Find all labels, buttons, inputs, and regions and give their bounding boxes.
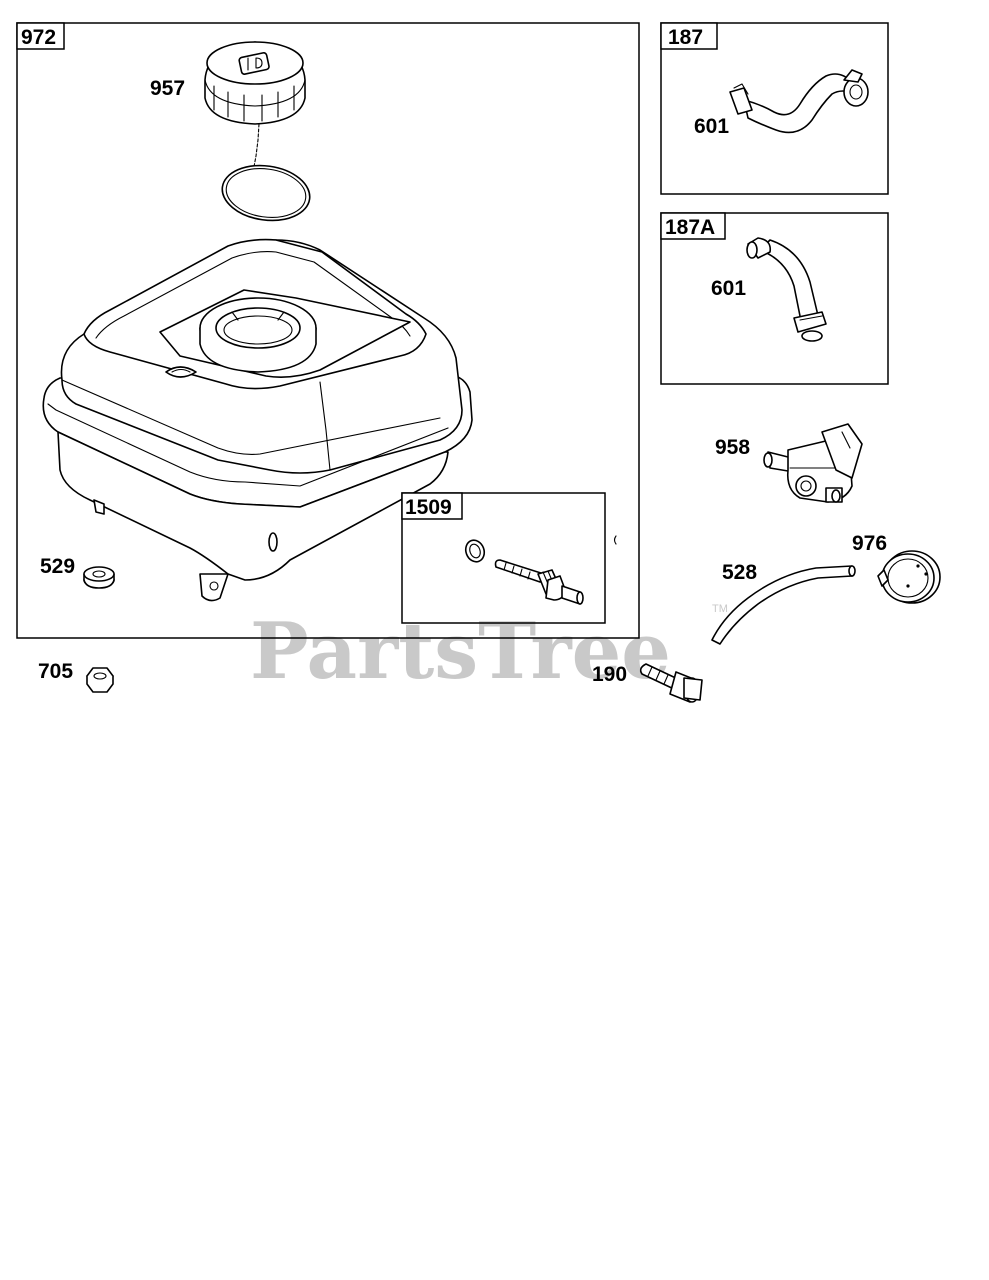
cap-gasket-illustration[interactable] [219, 160, 314, 226]
watermark-trademark: TM [712, 603, 728, 615]
fuel-filter-label: 976 [852, 532, 887, 555]
nut-illustration[interactable] [86, 667, 114, 693]
tank-kit-box: 972 [16, 22, 640, 639]
shutoff-valve-illustration[interactable] [763, 423, 863, 503]
hose-kit-b-box: 187A [660, 212, 889, 385]
nut-label: 705 [38, 660, 73, 683]
grommet-number: 529 [40, 555, 75, 578]
fuel-filter-number: 976 [852, 532, 887, 555]
bolt-label: 190 [592, 663, 627, 686]
nut-number: 705 [38, 660, 73, 683]
grommet-label: 529 [40, 555, 75, 578]
hose-kit-a-number: 187 [668, 26, 703, 49]
fuel-tank-illustration[interactable] [42, 238, 473, 602]
fuel-filter-illustration[interactable] [877, 550, 941, 604]
watermark-text: PartsTree [250, 606, 671, 697]
hose-a-number: 601 [694, 115, 729, 138]
fuel-cap-illustration[interactable] [204, 41, 306, 173]
hose-b-illustration[interactable] [746, 237, 827, 342]
shutoff-valve-number: 958 [715, 436, 750, 459]
bolt-number: 190 [592, 663, 627, 686]
hose-kit-a-box: 187 [660, 22, 889, 195]
watermark: PartsTree TM [250, 603, 728, 697]
hose-b-number: 601 [711, 277, 746, 300]
cap-number: 957 [150, 77, 185, 100]
shutoff-valve-label: 958 [715, 436, 750, 459]
fuel-line-label: 528 [722, 561, 757, 584]
fuel-line-illustration[interactable] [711, 565, 856, 645]
cap-label: 957 [150, 77, 185, 100]
hose-a-illustration[interactable] [729, 69, 869, 134]
fuel-line-number: 528 [722, 561, 757, 584]
tank-kit-number: 972 [21, 26, 56, 49]
valve-oring-illustration[interactable] [463, 538, 487, 565]
hose-b-label: 601 [711, 277, 746, 300]
tank-outlet-valve-illustration[interactable] [494, 559, 584, 605]
valve-kit-number: 1509 [405, 496, 452, 519]
grommet-illustration[interactable] [83, 566, 115, 589]
bolt-illustration[interactable] [639, 663, 703, 703]
stray-mark [613, 535, 617, 545]
hose-kit-b-number: 187A [665, 216, 715, 239]
hose-a-label: 601 [694, 115, 729, 138]
valve-kit-box: 1509 [401, 492, 606, 624]
